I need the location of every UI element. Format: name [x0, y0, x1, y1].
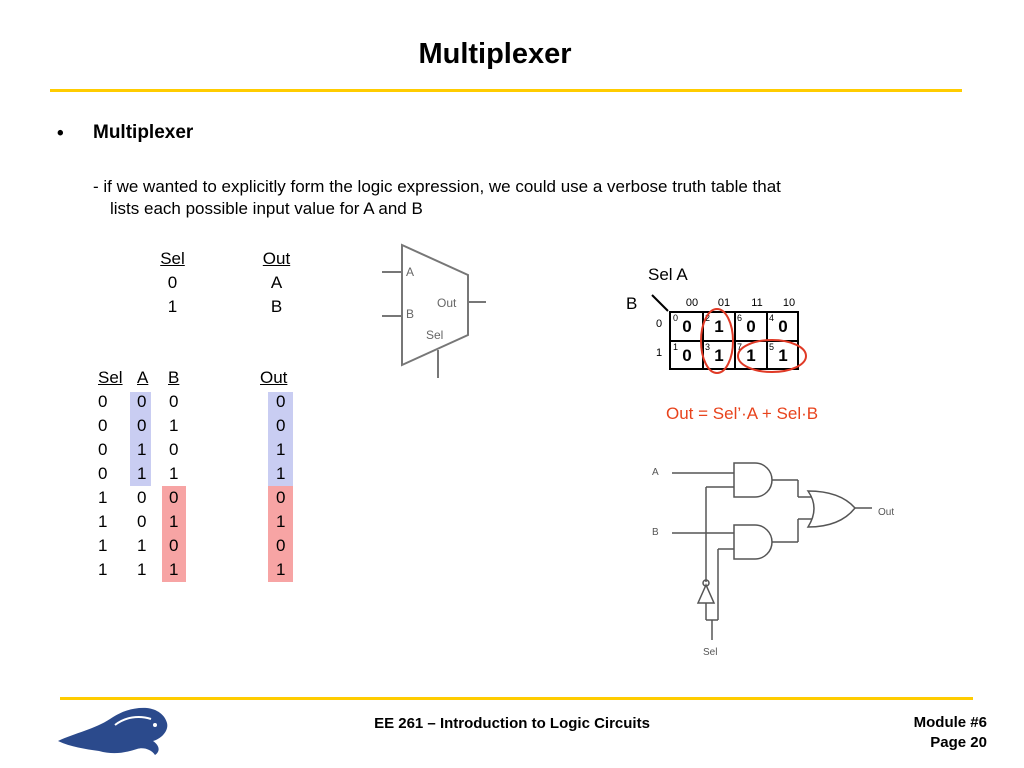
highlight-out-upper	[268, 392, 293, 486]
short-header-sel: Sel	[160, 249, 185, 268]
footer-module: Module #6	[913, 714, 987, 731]
full-header-sel: Sel	[98, 368, 123, 387]
footer-course-title: EE 261 – Introduction to Logic Circuits	[374, 715, 650, 732]
circuit-label-b: B	[652, 527, 659, 538]
kmap-col-label: 01	[717, 297, 731, 309]
table-row: 0 A	[150, 271, 300, 295]
and-gate-upper	[733, 462, 773, 498]
footer-rule	[60, 697, 973, 700]
highlight-a-column	[130, 392, 151, 486]
short-cell: 0	[167, 273, 178, 292]
footer-page: Page 20	[930, 734, 987, 751]
kmap-col-label: 00	[685, 297, 699, 309]
mux-label-a: A	[406, 265, 414, 279]
bullet-title: Multiplexer	[93, 122, 194, 143]
kmap-col-label: 10	[782, 297, 796, 309]
mux-label-out: Out	[437, 296, 457, 310]
panther-logo-icon	[58, 707, 168, 755]
table-row: 1 B	[150, 295, 300, 319]
mux-label-sel: Sel	[426, 328, 443, 342]
description-line-1: - if we wanted to explicitly form the lo…	[93, 177, 781, 196]
circuit-label-a: A	[652, 467, 659, 478]
gate-level-circuit: A B Out Sel	[652, 462, 894, 658]
full-header-b: B	[168, 368, 180, 387]
logic-expression: Out = Sel’·A + Sel·B	[666, 404, 819, 423]
kmap-diagonal	[651, 294, 669, 312]
inverter-gate	[696, 583, 716, 604]
or-gate	[806, 490, 856, 528]
kmap-var-side: B	[626, 294, 638, 313]
short-cell: 1	[167, 297, 178, 316]
kmap-col-label: 11	[751, 297, 763, 309]
full-header-row: Sel A B Out	[95, 366, 305, 390]
full-header-a: A	[137, 368, 149, 387]
circuit-label-out: Out	[878, 507, 894, 518]
kmap-row-label: 1	[656, 347, 663, 359]
circuit-label-sel: Sel	[703, 647, 717, 658]
inverter-bubble	[702, 579, 710, 587]
mux-body	[401, 243, 469, 367]
description: - if we wanted to explicitly form the lo…	[93, 176, 923, 220]
kmap-row-label: 0	[656, 318, 663, 330]
kmap-group-circle-vertical	[700, 308, 734, 374]
title-rule	[50, 89, 962, 92]
highlight-out-lower	[268, 486, 293, 582]
full-header-out: Out	[260, 368, 288, 387]
short-truth-table: Sel Out 0 A 1 B	[150, 247, 300, 319]
bullet-marker: •	[57, 123, 64, 144]
footer-module-info: Module #6 Page 20	[914, 713, 987, 753]
kmap-var-top: Sel A	[648, 265, 688, 284]
short-cell: B	[270, 297, 283, 316]
kmap-group-circle-horizontal	[737, 339, 807, 373]
and-gate-lower	[733, 524, 773, 560]
short-cell: A	[270, 273, 283, 292]
mux-label-b: B	[406, 307, 414, 321]
short-header-out: Out	[262, 249, 291, 268]
highlight-b-column	[162, 486, 186, 582]
slide-title: Multiplexer	[418, 38, 572, 70]
description-line-2: lists each possible input value for A an…	[110, 199, 423, 218]
kmap-groupings	[700, 308, 807, 374]
mux-symbol-diagram: A B Out Sel	[382, 243, 486, 378]
